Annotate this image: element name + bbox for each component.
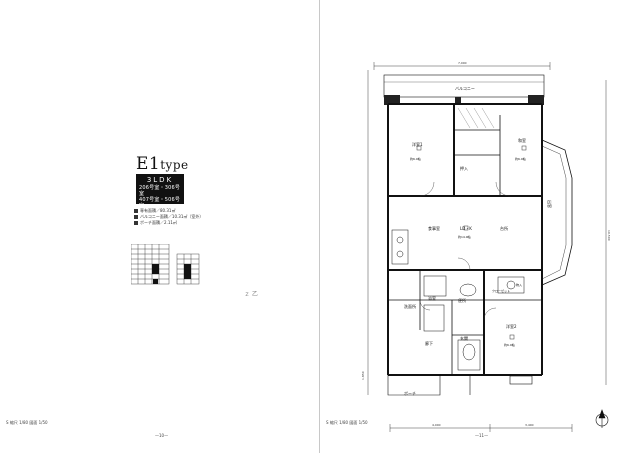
label-balcony: バルコニー bbox=[455, 86, 475, 91]
pencil-mark: ｚ 乙 bbox=[244, 291, 258, 298]
page-fold bbox=[319, 0, 320, 453]
label-bedroom2-size: 約6.0帖 bbox=[504, 342, 515, 347]
layout-label: 3LDK bbox=[146, 176, 174, 184]
label-closet: 押入 bbox=[460, 165, 468, 171]
right-page: バルコニー 洋室1 約6.0帖 和室 約6.0帖 押入 食事室 LD・K 約14… bbox=[320, 0, 640, 453]
label-closet2: クローゼット bbox=[492, 288, 510, 293]
label-ldk-size: 約14.0帖 bbox=[458, 234, 471, 239]
dim-left: 1,850 bbox=[361, 371, 365, 380]
label-bath: 浴室 bbox=[428, 295, 436, 301]
layout-badge: 3LDK 206号室・306号室 407号室・506号室 606号室 bbox=[136, 174, 184, 215]
bullet-icon bbox=[134, 221, 138, 225]
north-arrow-icon bbox=[595, 409, 609, 428]
dim-bottom-right: 3,400 bbox=[525, 423, 534, 427]
label-entrance: 玄関 bbox=[460, 335, 468, 341]
area-item: ポーチ面積／2.11㎡ bbox=[134, 220, 203, 226]
dim-top: 7,000 bbox=[458, 61, 467, 65]
left-page: E1type 3LDK 206号室・306号室 407号室・506号室 606号… bbox=[6, 154, 258, 438]
dim-right: 10,500 bbox=[607, 230, 611, 241]
type-suffix: type bbox=[160, 158, 189, 172]
scale-note: S 縮尺 1/80 図面 1/50 bbox=[6, 420, 48, 425]
area-item: バルコニー面積／10.31㎡（室外） bbox=[134, 214, 203, 220]
label-ldk: LD・K bbox=[460, 226, 472, 231]
type-title: E1type bbox=[136, 154, 189, 174]
dim-bottom-left: 4,000 bbox=[432, 423, 441, 427]
label-japanese: 和室 bbox=[518, 137, 526, 143]
unit-line-2: 407号室・506号室 bbox=[139, 197, 181, 209]
floor-plan: バルコニー 洋室1 約6.0帖 和室 約6.0帖 押入 食事室 LD・K 約14… bbox=[361, 61, 611, 432]
label-toilet: 便所 bbox=[458, 297, 466, 303]
label-kitchen: 台所 bbox=[500, 225, 508, 231]
label-dining: 食事室 bbox=[428, 225, 440, 231]
label-bay-window: 出窓 bbox=[547, 200, 553, 208]
area-text: ポーチ面積／2.11㎡ bbox=[140, 220, 177, 225]
label-hall: 廊下 bbox=[425, 340, 433, 346]
bullet-icon bbox=[134, 209, 138, 213]
scale-note-right: S 縮尺 1/80 図面 1/50 bbox=[326, 420, 368, 425]
label-bedroom2: 洋室2 bbox=[506, 323, 517, 329]
area-text: バルコニー面積／10.31㎡（室外） bbox=[140, 214, 204, 219]
page-number-left: —10— bbox=[155, 433, 169, 438]
label-bedroom1: 洋室1 bbox=[412, 141, 423, 147]
area-text: 専有面積／80.31㎡ bbox=[140, 208, 176, 213]
label-bedroom1-size: 約6.0帖 bbox=[410, 156, 421, 161]
area-list: 専有面積／80.31㎡ バルコニー面積／10.31㎡（室外） ポーチ面積／2.1… bbox=[134, 208, 203, 226]
label-porch: ポーチ bbox=[404, 390, 416, 396]
page-number-right: —11— bbox=[475, 433, 489, 438]
label-storage: 物入 bbox=[516, 282, 522, 287]
label-washroom: 洗面所 bbox=[404, 303, 416, 309]
bullet-icon bbox=[134, 215, 138, 219]
unit-line-3: 606号室 bbox=[139, 209, 160, 215]
unit-line-1: 206号室・306号室 bbox=[139, 185, 181, 197]
key-plan-diagram bbox=[131, 244, 200, 285]
label-japanese-size: 約6.0帖 bbox=[515, 156, 526, 161]
type-name: E1 bbox=[136, 154, 161, 174]
area-item: 専有面積／80.31㎡ bbox=[134, 208, 203, 214]
